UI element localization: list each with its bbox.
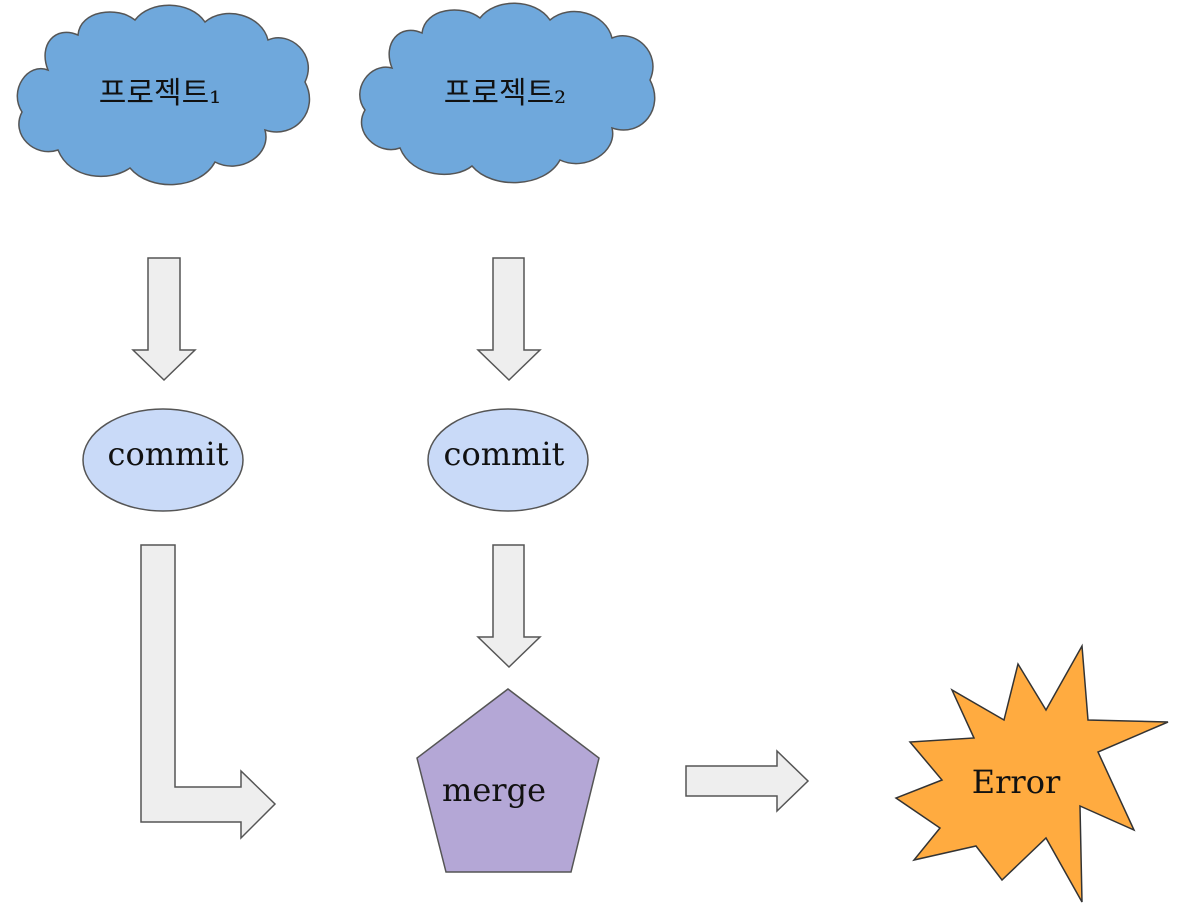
commit-2-label: commit	[444, 435, 565, 473]
down-arrow-1	[131, 257, 197, 382]
error-node: Error	[894, 643, 1169, 903]
right-arrow	[685, 749, 810, 813]
commit-1-node: commit	[82, 408, 244, 512]
project-2-cloud: 프로젝트₂	[359, 2, 656, 184]
merge-node: merge	[416, 688, 600, 873]
down-arrow-3	[476, 544, 542, 669]
error-starburst	[894, 643, 1169, 903]
bent-arrow	[140, 544, 277, 840]
project-1-cloud: 프로젝트₁	[16, 4, 311, 186]
project-2-label: 프로젝트₂	[444, 76, 566, 111]
project-1-label: 프로젝트₁	[99, 76, 221, 111]
cloud-shape	[16, 4, 311, 186]
commit-ellipse	[82, 408, 244, 512]
commit-2-node: commit	[427, 408, 589, 512]
commit-ellipse	[427, 408, 589, 512]
merge-label: merge	[442, 771, 546, 809]
commit-1-label: commit	[108, 435, 229, 473]
down-arrow-2	[476, 257, 542, 382]
cloud-shape	[359, 2, 656, 184]
merge-pentagon	[416, 688, 600, 873]
error-label: Error	[972, 763, 1061, 801]
